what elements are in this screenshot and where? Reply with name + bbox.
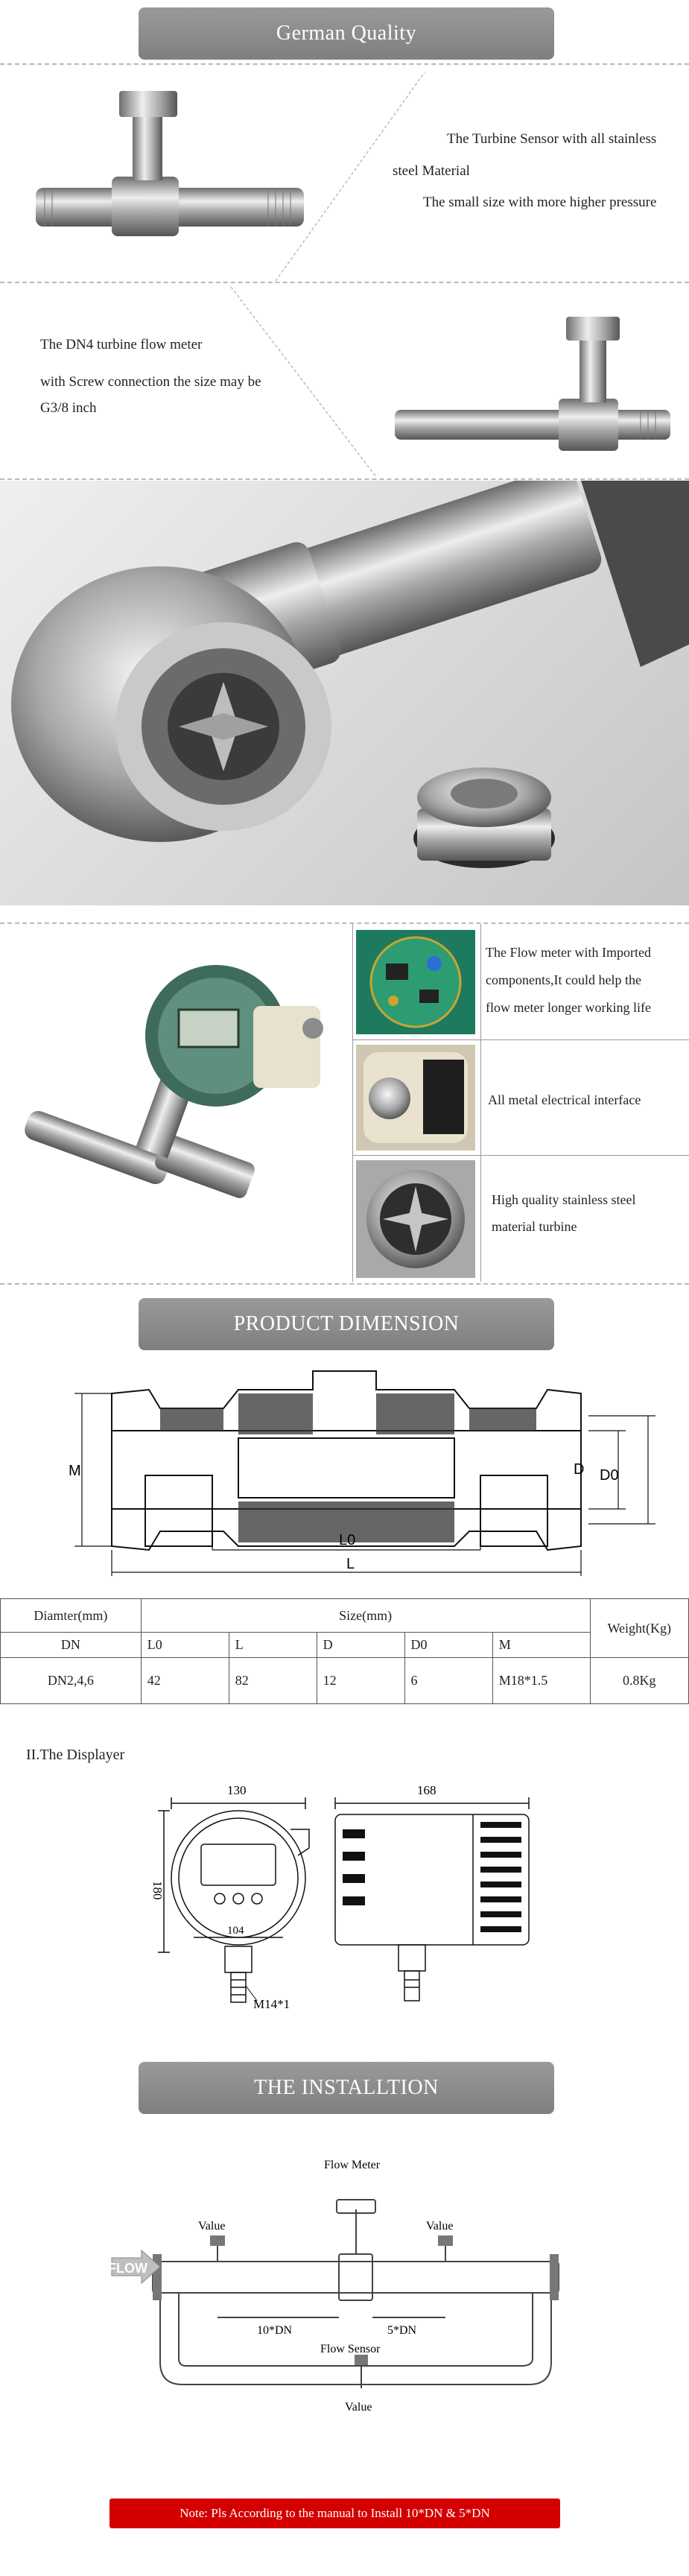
dim-width: 130	[227, 1783, 247, 1797]
upstream-label: 10*DN	[257, 2324, 293, 2337]
th-diameter: Diamter(mm)	[0, 1598, 142, 1633]
dn4-flowmeter-photo	[395, 317, 670, 451]
label-l: L	[346, 1556, 355, 1572]
cell-m: M18*1.5	[492, 1657, 591, 1704]
section1-art	[36, 72, 425, 281]
section2-art	[230, 286, 670, 478]
value-right-label: Value	[426, 2220, 453, 2232]
section1-line-1: The Turbine Sensor with all stainless	[447, 131, 657, 147]
th-d0: D0	[404, 1632, 493, 1658]
flow-meter-label: Flow Meter	[324, 2159, 381, 2171]
displayer-title: II.The Displayer	[26, 1747, 125, 1763]
displayer-drawing: 130 168 180 104 M14*1	[150, 1783, 530, 2011]
feature-2-line-1: All metal electrical interface	[488, 1092, 641, 1107]
displayer-product-photo	[25, 965, 323, 1198]
dim-inner: 104	[227, 1925, 244, 1937]
divider	[0, 478, 689, 480]
value-left-label: Value	[198, 2220, 225, 2232]
grid-divider	[352, 924, 353, 1282]
cell-d: 12	[316, 1657, 405, 1704]
section1-line-3: The small size with more higher pressure	[423, 194, 657, 210]
grid-divider	[352, 1155, 689, 1156]
spec-table: Diamter(mm) Size(mm) Weight(Kg) DN L0 L …	[0, 1598, 689, 1704]
cell-l0: 42	[140, 1657, 229, 1704]
feature-3-line-1: High quality stainless steel	[492, 1192, 636, 1207]
label-l0: L0	[339, 1532, 355, 1548]
th-m: M	[492, 1632, 591, 1658]
value-bottom-label: Value	[345, 2401, 372, 2414]
cell-dn: DN2,4,6	[0, 1657, 142, 1704]
feature-1-line-2: components,It could help the	[486, 972, 641, 987]
grid-divider	[352, 1039, 689, 1040]
dimension-drawing: M D D0 L0 L	[69, 1370, 655, 1576]
divider	[0, 1283, 689, 1285]
installation-diagram: FLOW Flow Meter Value Value Value 10*DN …	[108, 2159, 559, 2414]
th-l: L	[228, 1632, 317, 1658]
dim-height: 180	[150, 1881, 165, 1900]
dim-side: 168	[417, 1783, 436, 1797]
turbine-sensor-photo	[36, 91, 304, 236]
cell-d0: 6	[404, 1657, 493, 1704]
feature-1-line-3: flow meter longer working life	[486, 1000, 651, 1015]
banner-product-dimension: PRODUCT DIMENSION	[139, 1298, 554, 1350]
flow-label: FLOW	[108, 2261, 147, 2276]
label-d: D	[574, 1461, 584, 1478]
divider	[0, 63, 689, 65]
flow-sensor-label: Flow Sensor	[320, 2343, 381, 2355]
banner-german-quality: German Quality	[139, 7, 554, 60]
th-dn: DN	[0, 1632, 142, 1658]
th-l0: L0	[140, 1632, 229, 1658]
grid-divider	[480, 924, 481, 1282]
banner-installation: THE INSTALLTION	[139, 2062, 554, 2114]
divider	[0, 282, 689, 283]
feature-3-line-2: material turbine	[492, 1219, 577, 1234]
electrical-interface-photo	[356, 1045, 475, 1151]
turbine-photo	[356, 1160, 475, 1278]
circuit-board-photo	[356, 930, 475, 1034]
th-weight: Weight(Kg)	[589, 1598, 689, 1658]
section2-line-1: The DN4 turbine flow meter	[40, 337, 203, 352]
th-d: D	[316, 1632, 405, 1658]
thread-label: M14*1	[253, 1997, 290, 2011]
cell-l: 82	[228, 1657, 317, 1704]
section1-line-2: steel Material	[393, 163, 470, 179]
label-d0: D0	[600, 1467, 619, 1484]
install-note: Note: Pls According to the manual to Ins…	[109, 2499, 560, 2528]
closeup-photo	[0, 481, 689, 905]
downstream-label: 5*DN	[387, 2324, 417, 2337]
label-m: M	[69, 1463, 81, 1479]
cell-weight: 0.8Kg	[589, 1657, 689, 1704]
feature-1-line-1: The Flow meter with Imported	[486, 945, 651, 960]
section2-line-2: with Screw connection the size may be	[40, 374, 261, 390]
divider	[0, 923, 689, 924]
th-size: Size(mm)	[140, 1598, 591, 1633]
section2-line-3: G3/8 inch	[40, 400, 97, 416]
